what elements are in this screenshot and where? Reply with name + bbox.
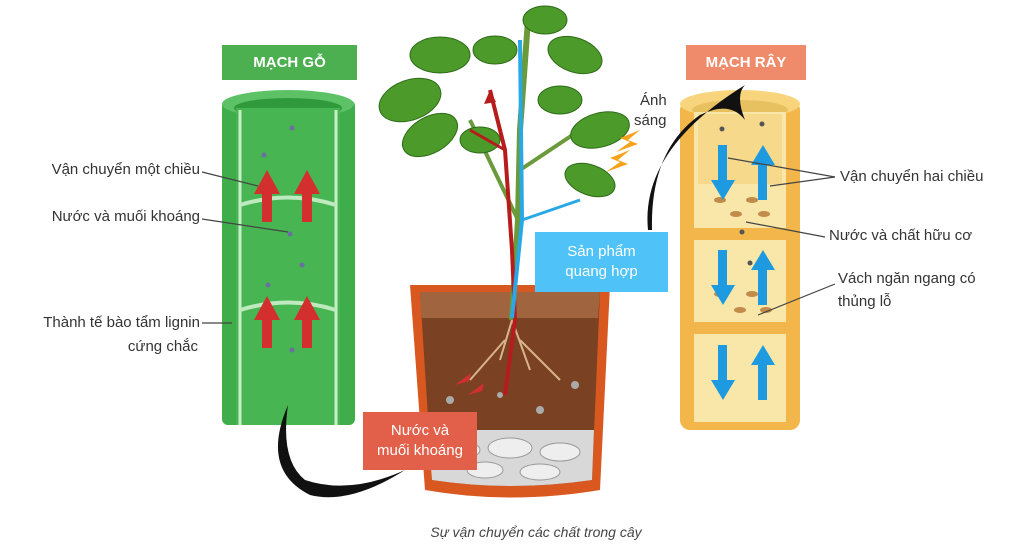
- xylem-label-one-way: Vận chuyển một chiều: [51, 161, 200, 178]
- phloem-title: MẠCH RÂY: [686, 45, 806, 80]
- xylem-label-lignin-wall-2: cứng chắc: [127, 338, 198, 355]
- xylem-leader-lines: [201, 171, 289, 324]
- phloem-label-sieve-plate-2: thủng lỗ: [838, 293, 892, 310]
- phloem-label-two-way: Vận chuyển hai chiều: [840, 168, 984, 185]
- light-label: Ánh: [640, 92, 667, 109]
- phloem-label-sieve-plate: Vách ngăn ngang có: [838, 270, 976, 287]
- photosynthesis-line-2: quang hợp: [565, 263, 638, 280]
- bidirectional-arrows: [711, 145, 775, 400]
- xylem-label-water-minerals: Nước và muối khoáng: [51, 208, 200, 225]
- figure-caption: Sự vận chuyển các chất trong cây: [430, 524, 642, 540]
- upward-arrows: [254, 170, 320, 348]
- phloem-vessel: [680, 90, 800, 430]
- sunlight-bolt-icon: [606, 130, 640, 172]
- xylem-vessel: [222, 90, 355, 425]
- light-label-2: sáng: [634, 112, 667, 129]
- water-box-line-1: Nước và: [390, 422, 450, 439]
- xylem-label-lignin-wall: Thành tế bào tẩm lignin: [43, 314, 200, 331]
- phloem-connector: [647, 85, 745, 230]
- photosynthesis-products-box: Sản phẩm quang hợp: [535, 232, 668, 292]
- water-minerals-box: Nước và muối khoáng: [363, 412, 477, 470]
- photosynthesis-line-1: Sản phẩm: [567, 243, 636, 260]
- plant: [378, 5, 640, 396]
- phloem-label-water-organic: Nước và chất hữu cơ: [829, 227, 973, 244]
- water-box-line-2: muối khoáng: [377, 442, 463, 459]
- xylem-title: MẠCH GỖ: [222, 45, 357, 80]
- phloem-leader-lines: [727, 157, 836, 316]
